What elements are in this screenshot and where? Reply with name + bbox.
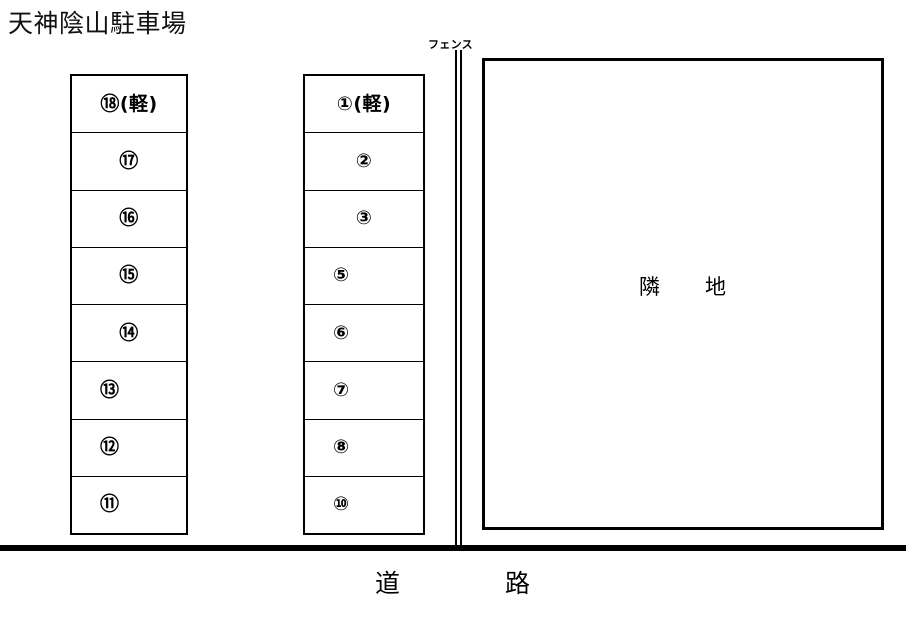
stall-label: ⑬ — [100, 378, 120, 401]
stall-label: ⑮ — [119, 264, 139, 287]
stall-label: ② — [355, 149, 373, 172]
stall-cell[interactable]: ⑭ — [72, 305, 186, 363]
stall-cell[interactable]: ⑧ — [305, 420, 423, 477]
stall-label: ③ — [355, 207, 373, 230]
road-label: 道 路 — [374, 569, 531, 598]
stall-cell[interactable]: ② — [305, 133, 423, 191]
stall-label: ⑰ — [119, 149, 139, 172]
stall-cell[interactable]: ⑯ — [72, 191, 186, 248]
stall-cell[interactable]: ⑱(軽) — [72, 76, 186, 134]
fence-rail-left — [455, 50, 457, 550]
stall-cell[interactable]: ⑰ — [72, 133, 186, 191]
stall-label: ⑯ — [119, 207, 139, 230]
stall-label: ⑤ — [333, 264, 350, 287]
stall-label: ①(軽) — [336, 92, 392, 115]
road-boundary-line — [0, 545, 906, 551]
stall-label: ⑭ — [119, 321, 139, 344]
stall-cell[interactable]: ⑬ — [72, 362, 186, 420]
left-stall-column: ⑱(軽) ⑰ ⑯ ⑮ ⑭ ⑬ ⑫ ⑪ — [70, 74, 188, 535]
page-title: 天神陰山駐車場 — [8, 9, 187, 38]
fence-rail-right — [460, 50, 462, 550]
stall-cell[interactable]: ①(軽) — [305, 76, 423, 134]
stall-label: ⑱(軽) — [100, 92, 158, 115]
stall-label: ⑧ — [333, 436, 350, 459]
stall-cell[interactable]: ⑪ — [72, 477, 186, 533]
stall-cell[interactable]: ⑥ — [305, 305, 423, 363]
neighbor-land-label: 隣 地 — [639, 275, 727, 299]
stall-cell[interactable]: ③ — [305, 191, 423, 248]
neighbor-land-area: 隣 地 — [482, 58, 884, 530]
stall-cell[interactable]: ⑤ — [305, 248, 423, 305]
right-stall-column: ①(軽) ② ③ ⑤ ⑥ ⑦ ⑧ ⑩ — [303, 74, 425, 535]
stall-cell[interactable]: ⑩ — [305, 477, 423, 533]
fence-label: フェンス — [428, 38, 473, 51]
stall-label: ⑥ — [333, 321, 350, 344]
stall-cell[interactable]: ⑫ — [72, 420, 186, 477]
stall-label: ⑦ — [333, 378, 350, 401]
stall-cell[interactable]: ⑦ — [305, 362, 423, 420]
stall-label: ⑩ — [333, 493, 350, 516]
fence-line — [455, 50, 462, 550]
stall-cell[interactable]: ⑮ — [72, 248, 186, 305]
stall-label: ⑪ — [100, 493, 120, 516]
stall-label: ⑫ — [100, 436, 120, 459]
